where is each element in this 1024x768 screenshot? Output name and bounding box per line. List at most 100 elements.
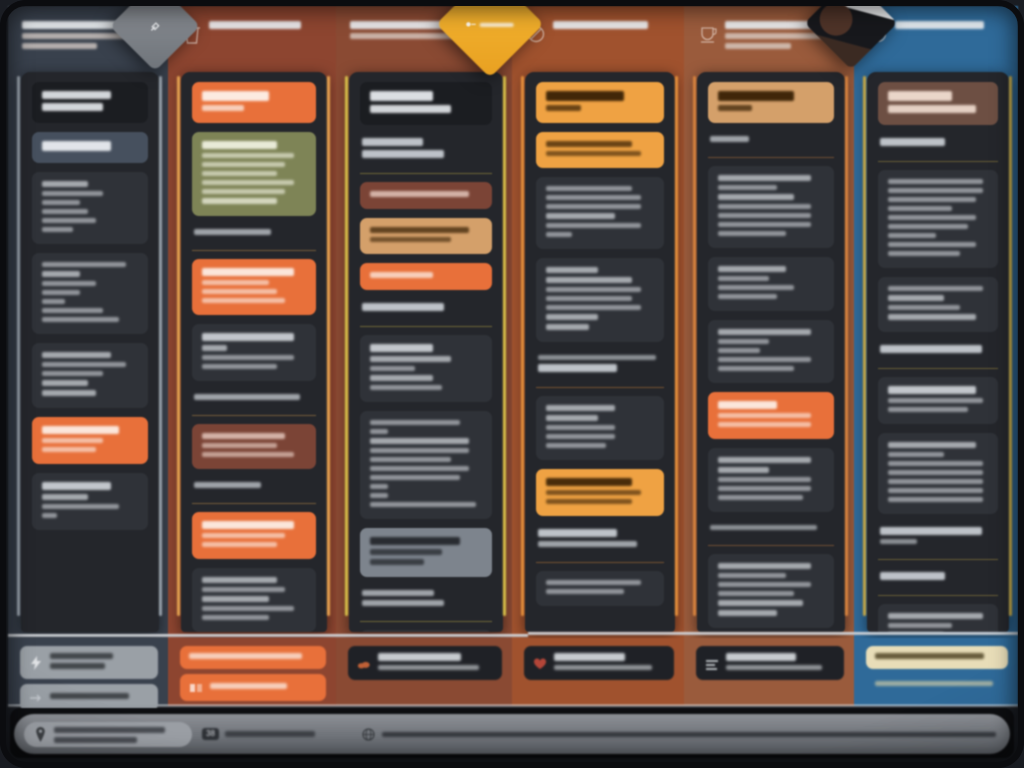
text-line	[546, 443, 607, 448]
card-highlight-primary[interactable]	[32, 417, 148, 464]
column-orange	[512, 6, 684, 706]
card-accent-strip[interactable]	[360, 263, 492, 290]
card-amber-body[interactable]	[536, 132, 664, 168]
card-olive-callout	[192, 132, 316, 216]
footer-gold-pill[interactable]	[866, 646, 1008, 669]
text-line	[202, 105, 244, 111]
column-brown-rail-l	[693, 76, 696, 616]
card-tan-header	[708, 82, 834, 123]
card-amber-header[interactable]	[536, 82, 664, 123]
text-line	[202, 141, 277, 149]
text-line	[370, 493, 388, 498]
card-separator	[708, 157, 834, 158]
footer-pill-primary-1[interactable]	[180, 646, 326, 669]
column-rust	[168, 6, 336, 706]
tool-icon	[150, 21, 161, 32]
arrow-right-icon	[29, 691, 43, 705]
text-line	[42, 317, 119, 322]
card-tail-detail2	[708, 554, 834, 628]
text-line	[42, 513, 58, 518]
card-section-head	[708, 132, 834, 148]
card-amber-cta[interactable]	[536, 469, 664, 516]
text-line	[202, 577, 277, 583]
status-bar[interactable]: Ifofio Ifo Ifooooofioofi Ofio Ifooooofi …	[14, 714, 1010, 754]
text-line	[554, 653, 626, 661]
text-line	[546, 232, 572, 237]
status-long-chip[interactable]: Ifooooooooofioooofi Ifoooofi Ifo oo Ifoo…	[362, 727, 996, 742]
column-blue-rail-l	[863, 76, 866, 616]
text-line	[370, 91, 433, 101]
card-separator	[536, 562, 664, 563]
text-line	[370, 366, 415, 371]
text-line	[718, 563, 812, 569]
card-detail-list	[32, 172, 148, 244]
card-tail-heading3	[878, 568, 998, 586]
text-line	[42, 426, 119, 434]
text-line	[202, 280, 269, 285]
text-line	[725, 21, 819, 29]
text-line	[888, 314, 976, 320]
text-line	[718, 591, 795, 596]
text-line	[888, 305, 960, 310]
status-mid-label: Ifofi Ifooooooooofi	[224, 731, 315, 737]
text-line	[718, 105, 752, 111]
footer-activity-card[interactable]	[696, 646, 844, 680]
text-line	[888, 197, 976, 202]
card-input-field[interactable]	[32, 132, 148, 163]
text-line	[202, 542, 277, 547]
card-tail-heading	[536, 525, 664, 553]
text-line	[42, 371, 104, 376]
text-line	[370, 375, 433, 381]
text-line	[189, 653, 302, 659]
text-line	[202, 268, 294, 276]
text-line	[42, 200, 81, 205]
text-line	[546, 267, 598, 273]
card-accent-block[interactable]	[192, 259, 316, 315]
text-line	[202, 433, 286, 439]
footer-action-row	[8, 638, 1018, 711]
text-line	[718, 91, 795, 101]
diamond-label	[480, 22, 514, 27]
card-accent-highlight[interactable]	[708, 392, 834, 439]
text-line	[718, 213, 812, 218]
column-slate-body	[21, 72, 159, 632]
card-accent-secondary[interactable]	[192, 512, 316, 559]
footer-pill-run[interactable]	[20, 646, 158, 679]
status-left-line-1: Ifofio Ifo Ifooooofioofi	[54, 726, 165, 733]
text-line	[718, 204, 812, 209]
footer-status-card[interactable]	[524, 646, 674, 680]
text-line	[888, 497, 983, 502]
status-left-chip[interactable]: Ifofio Ifo Ifooooofioofi Ofio Ifooooofi	[24, 721, 192, 747]
footer-pill-primary-2[interactable]	[180, 674, 326, 701]
card-separator	[360, 173, 492, 174]
text-line	[370, 448, 469, 453]
column-slate-rail-r	[159, 76, 162, 616]
text-line	[546, 277, 633, 283]
text-line	[202, 162, 286, 167]
footer-info-card[interactable]	[348, 646, 502, 680]
card-primary-cta[interactable]	[192, 82, 316, 123]
card-slate-callout[interactable]	[360, 528, 492, 577]
text-line	[546, 324, 590, 330]
column-brown	[684, 6, 854, 706]
card-note-rows	[708, 448, 834, 512]
text-line	[718, 285, 795, 290]
text-line	[546, 314, 598, 320]
card-bullet-block	[360, 411, 492, 519]
column-orange-header[interactable]	[512, 6, 684, 72]
card-small-note	[192, 478, 316, 494]
arrow-right-icon	[466, 19, 477, 30]
text-line	[202, 91, 269, 101]
text-line	[42, 227, 73, 232]
text-line	[546, 287, 642, 292]
text-line	[725, 43, 791, 49]
text-line	[370, 237, 451, 242]
footer-gold-note[interactable]	[866, 674, 1008, 696]
card-meta-list	[32, 343, 148, 408]
text-line	[378, 665, 480, 670]
card-tail-detail	[536, 571, 664, 606]
list-icon	[705, 657, 719, 671]
status-mid-chip[interactable]: 38 Ifofi Ifooooooooofi	[202, 728, 352, 740]
footer-pill-secondary[interactable]	[20, 684, 158, 711]
column-rust-header[interactable]	[168, 6, 336, 72]
